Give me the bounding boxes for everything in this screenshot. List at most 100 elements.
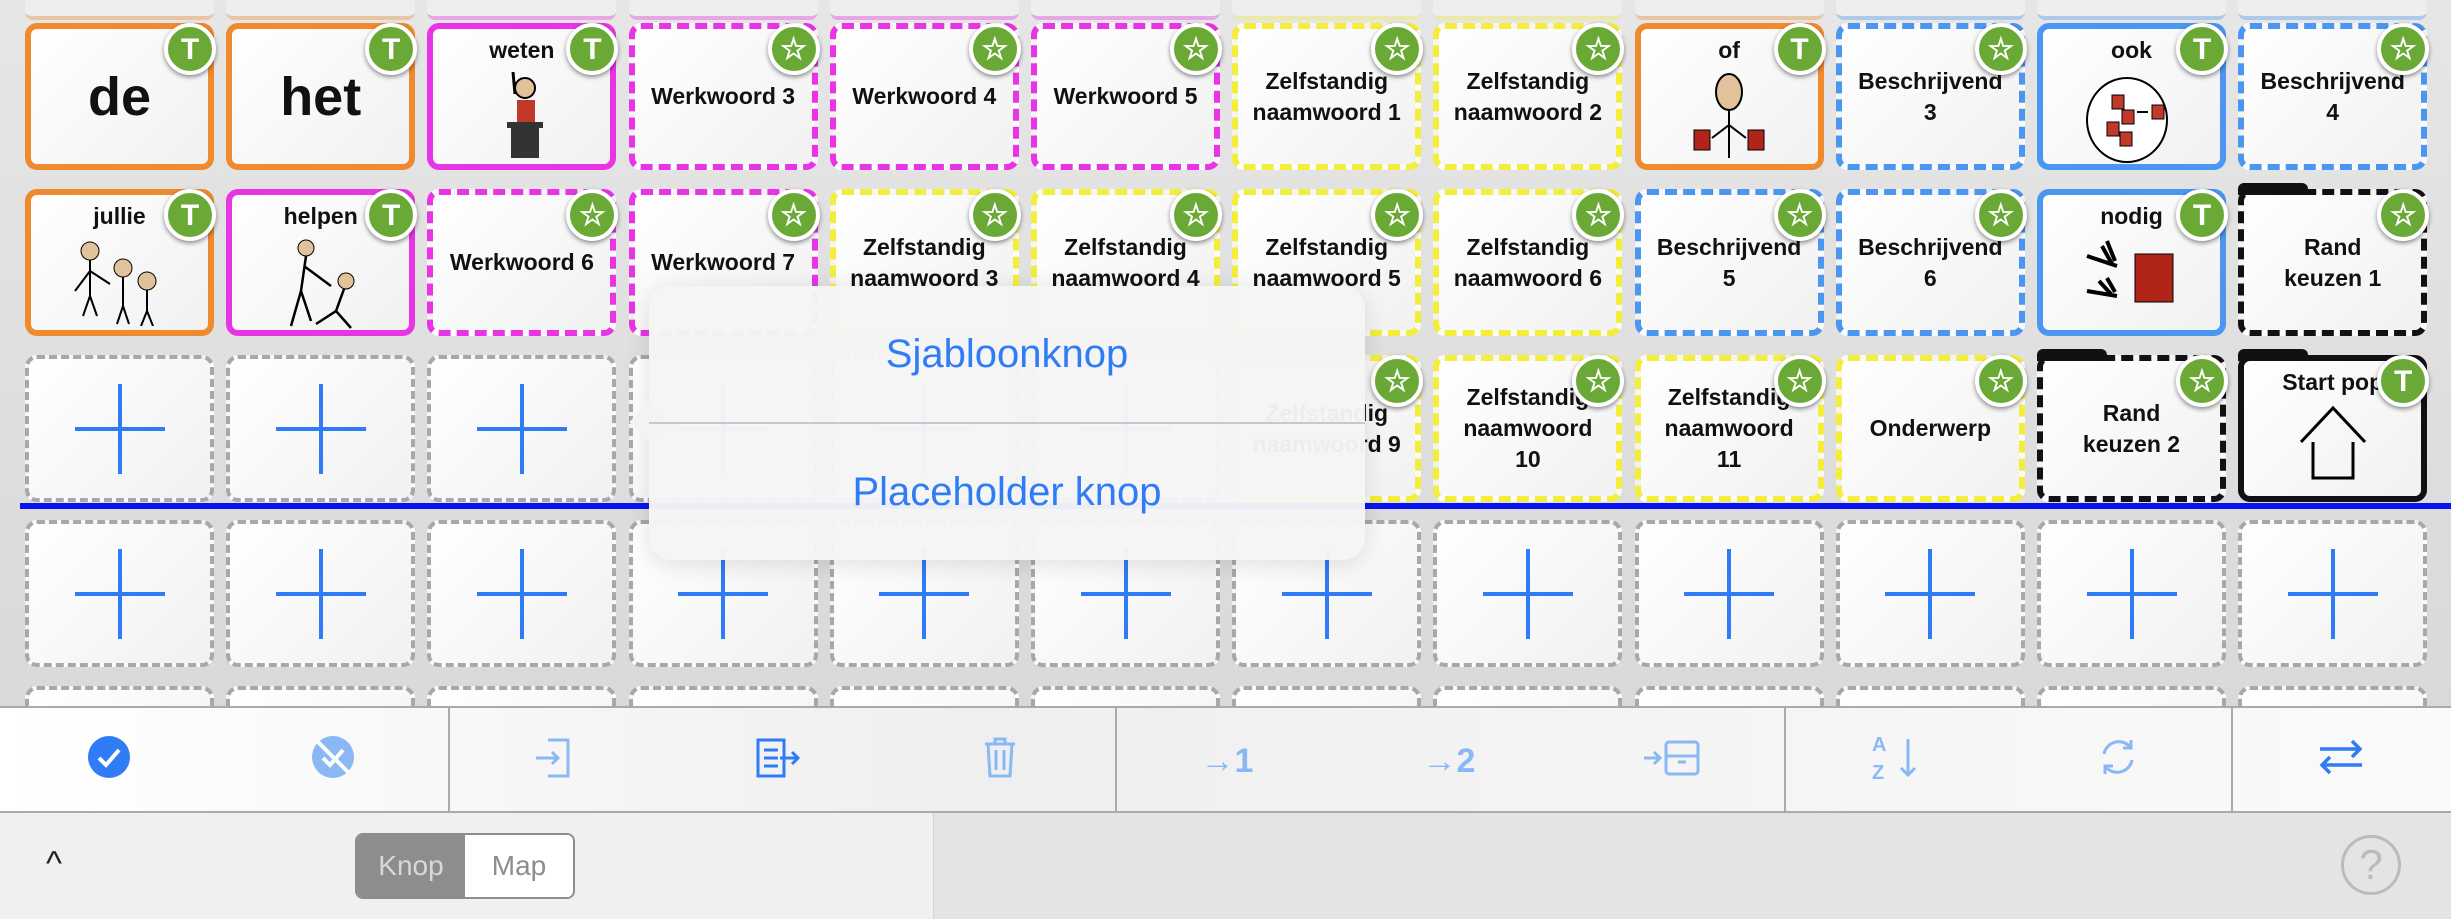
button-tile[interactable]: Werkwoord 6☆ [427, 189, 619, 336]
folder-tile[interactable]: Rand keuzen 2☆ [2037, 349, 2228, 502]
empty-slot-add-button[interactable] [25, 520, 214, 667]
button-tile[interactable]: Zelfstandig naamwoord 6☆ [1433, 189, 1625, 336]
button-tile[interactable]: Zelfstandig naamwoord 11☆ [1634, 355, 1826, 502]
previous-row-tile[interactable] [25, 0, 214, 20]
empty-slot-add-button[interactable] [1634, 686, 1824, 706]
previous-row-tile[interactable] [1634, 0, 1824, 20]
move-to-archive-button[interactable] [1644, 736, 1700, 786]
refresh-button[interactable] [2093, 736, 2143, 786]
plus-icon [476, 548, 567, 639]
empty-slot-add-button[interactable] [1232, 686, 1422, 706]
text-badge-icon: T [365, 23, 418, 75]
button-tile[interactable]: Werkwoord 3☆ [628, 23, 820, 170]
type-segmented-control[interactable]: Knop Map [355, 833, 575, 899]
empty-slot-add-button[interactable] [2238, 520, 2428, 667]
button-tile[interactable]: Onderwerp☆ [1835, 355, 2027, 502]
previous-row-tile[interactable] [226, 0, 416, 20]
empty-slot-add-button[interactable] [226, 520, 416, 667]
button-tile[interactable]: Zelfstandig naamwoord 10☆ [1433, 355, 1625, 502]
segment-map[interactable]: Map [465, 835, 573, 897]
tile-label: nodig [2100, 203, 2163, 229]
tile-label: Rand keuzen 1 [2284, 233, 2382, 291]
empty-slot-add-button[interactable] [25, 686, 214, 706]
placeholder-button-option[interactable]: Placeholder knop [649, 424, 1365, 560]
move-to-1-button[interactable]: →1 [1201, 736, 1254, 786]
empty-slot-add-button[interactable] [2037, 686, 2226, 706]
empty-slot-add-button[interactable] [1835, 520, 2025, 667]
previous-row-tile[interactable] [628, 0, 818, 20]
chevron-up-icon[interactable]: ^ [46, 845, 62, 883]
previous-row-tile[interactable] [1835, 0, 2025, 20]
template-button-option[interactable]: Sjabloonknop [649, 286, 1365, 422]
button-tile[interactable]: Beschrijvend 5☆ [1634, 189, 1826, 336]
empty-slot-add-button[interactable] [427, 355, 617, 502]
swap-button[interactable] [2316, 736, 2366, 786]
delete-button[interactable] [975, 736, 1025, 786]
empty-slot-add-button[interactable] [2037, 520, 2226, 667]
move-to-2-button[interactable]: →2 [1423, 736, 1476, 786]
previous-row-tile[interactable] [1433, 0, 1623, 20]
previous-row-tile[interactable] [2238, 0, 2428, 20]
empty-slot-add-button[interactable] [25, 355, 214, 502]
import-button[interactable] [530, 736, 580, 786]
button-tile[interactable]: Werkwoord 5☆ [1031, 23, 1222, 170]
empty-slot-add-button[interactable] [1433, 686, 1623, 706]
empty-slot-add-button[interactable] [226, 686, 416, 706]
segment-knop[interactable]: Knop [357, 835, 465, 897]
paste-button[interactable] [752, 736, 802, 786]
text-badge-icon: T [164, 23, 216, 75]
button-tile[interactable]: Beschrijvend 6☆ [1835, 189, 2027, 336]
previous-row-tile[interactable] [829, 0, 1019, 20]
empty-slot-add-button[interactable] [628, 686, 818, 706]
previous-row-tile[interactable] [2037, 0, 2226, 20]
star-badge-icon: ☆ [968, 189, 1021, 241]
button-tile[interactable]: Zelfstandig naamwoord 1☆ [1232, 23, 1424, 170]
empty-slot-add-button[interactable] [1031, 686, 1220, 706]
empty-slot-add-button[interactable] [427, 686, 617, 706]
help-icon[interactable]: ? [2341, 835, 2401, 895]
helping-picture [266, 236, 376, 339]
button-tile[interactable]: Beschrijvend 4☆ [2238, 23, 2430, 170]
star-badge-icon: ☆ [1371, 189, 1424, 241]
folder-tile[interactable]: Rand keuzen 1☆ [2238, 183, 2430, 336]
tile-label: Beschrijvend 3 [1858, 67, 2003, 125]
star-badge-icon: ☆ [1974, 23, 2027, 75]
empty-slot-add-button[interactable] [1433, 520, 1623, 667]
previous-row-tile[interactable] [1232, 0, 1422, 20]
empty-slot-add-button[interactable] [2238, 686, 2428, 706]
button-tile[interactable]: Werkwoord 4☆ [829, 23, 1021, 170]
empty-slot-add-button[interactable] [427, 520, 617, 667]
empty-slot-add-button[interactable] [1634, 520, 1824, 667]
empty-slot-add-button[interactable] [226, 355, 416, 502]
star-badge-icon: ☆ [1974, 189, 2027, 241]
svg-text:A: A [1872, 734, 1886, 756]
tile-label: Zelfstandig naamwoord 5 [1252, 233, 1401, 291]
tile-label: jullie [93, 203, 146, 229]
empty-slot-add-button[interactable] [829, 686, 1019, 706]
option-label: Sjabloonknop [885, 331, 1129, 376]
swap-icon [2316, 734, 2366, 789]
add-button-popover: Sjabloonknop Placeholder knop [629, 286, 1365, 560]
previous-row-tile[interactable] [1031, 0, 1220, 20]
empty-slot-add-button[interactable] [1835, 686, 2025, 706]
previous-row-tile[interactable] [427, 0, 617, 20]
plus-icon [1482, 548, 1573, 639]
tile-label: Beschrijvend 6 [1858, 233, 2003, 291]
button-tile[interactable]: Beschrijvend 3☆ [1835, 23, 2027, 170]
button-tile[interactable]: Zelfstandig naamwoord 2☆ [1433, 23, 1625, 170]
deselect-button[interactable] [308, 735, 358, 786]
paste-icon [752, 734, 802, 789]
plus-icon [74, 548, 165, 639]
text-badge-icon: T [566, 23, 619, 75]
select-all-button[interactable] [84, 735, 134, 786]
